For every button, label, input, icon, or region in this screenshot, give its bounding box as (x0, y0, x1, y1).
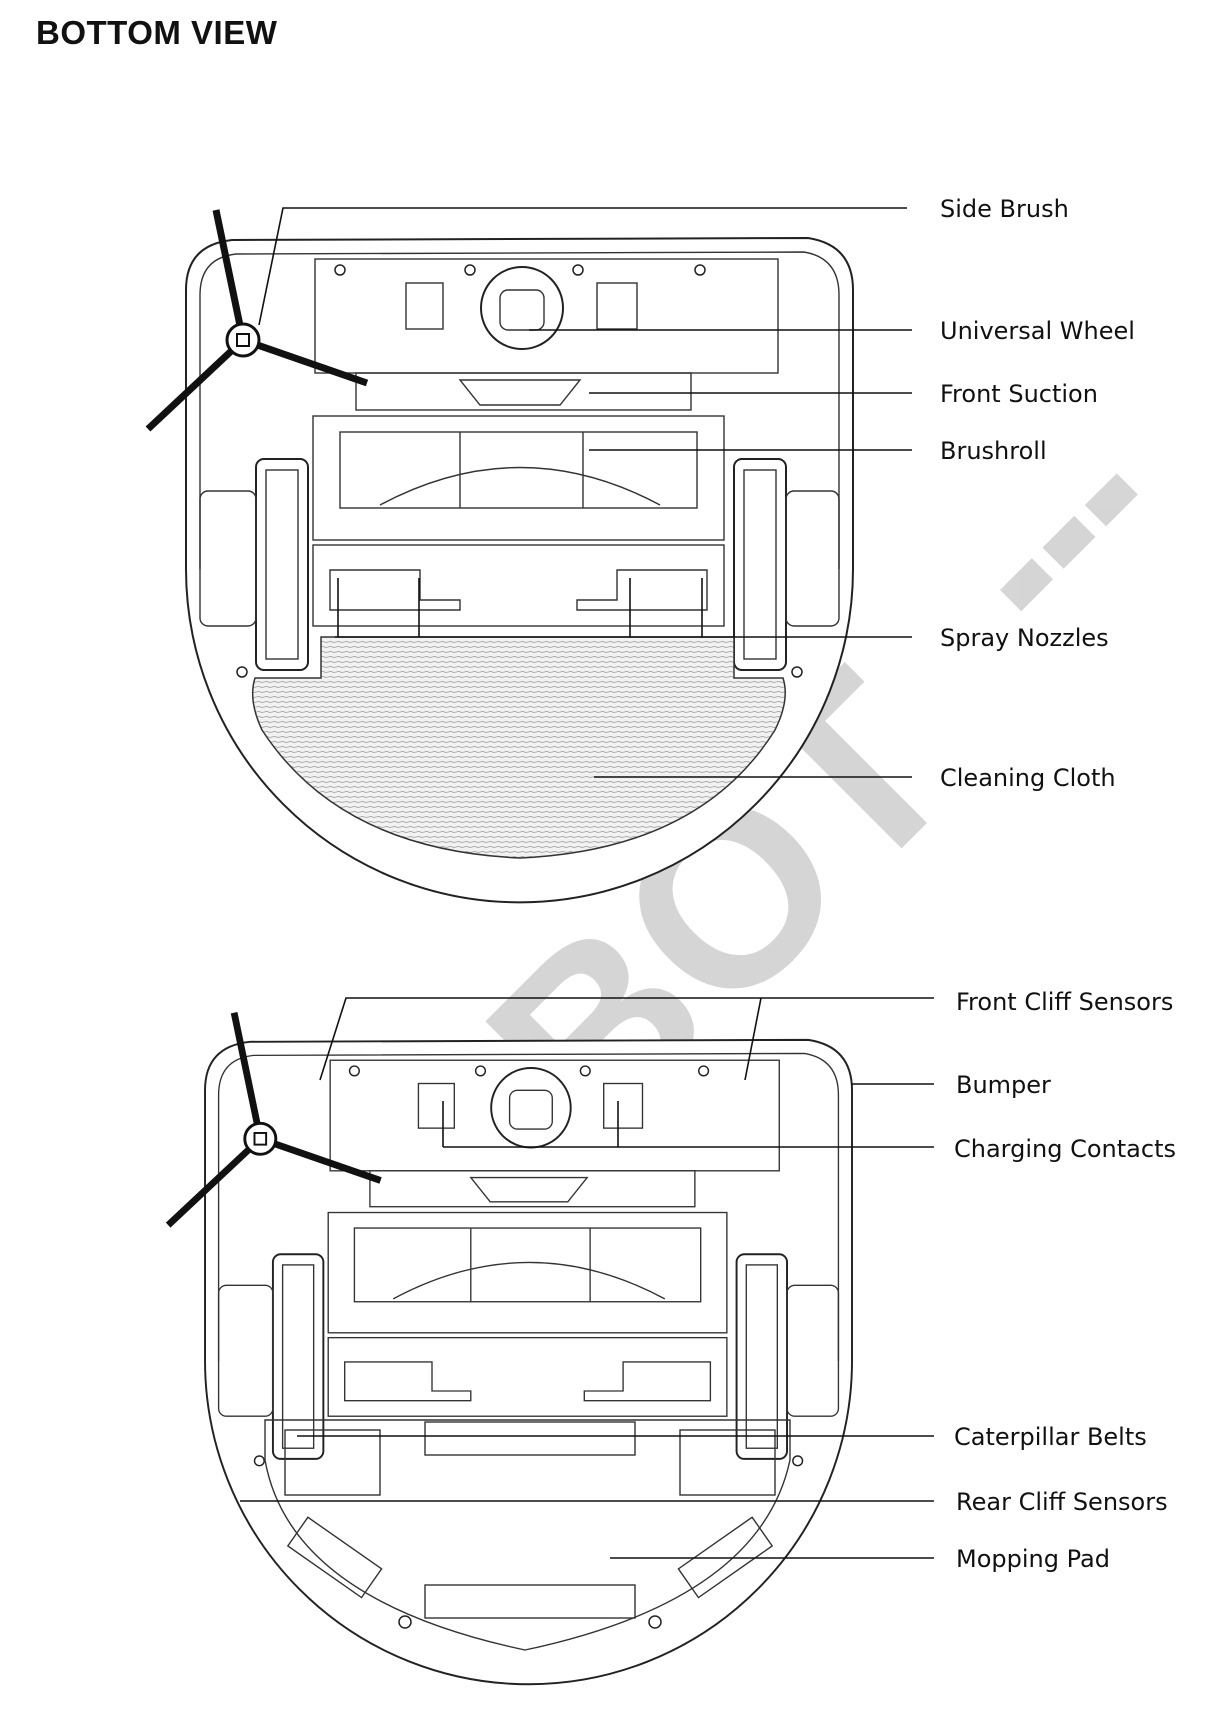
robot-top-view (148, 210, 853, 902)
leader-lines-bottom (240, 997, 934, 1559)
watermark-dashes (999, 473, 1138, 612)
label-front-suction: Front Suction (940, 380, 1098, 408)
label-charging-contacts: Charging Contacts (954, 1135, 1176, 1163)
robot-bottom-view (168, 1013, 852, 1685)
label-side-brush: Side Brush (940, 195, 1069, 223)
mopping-pad (264, 1419, 791, 1651)
label-front-cliff-sensors: Front Cliff Sensors (956, 988, 1173, 1016)
page-title: BOTTOM VIEW (36, 14, 278, 51)
label-cleaning-cloth: Cleaning Cloth (940, 764, 1116, 792)
label-rear-cliff-sensors: Rear Cliff Sensors (956, 1488, 1168, 1516)
label-mopping-pad: Mopping Pad (956, 1545, 1110, 1573)
label-bumper: Bumper (956, 1071, 1051, 1099)
label-brushroll: Brushroll (940, 437, 1047, 465)
label-caterpillar-belts: Caterpillar Belts (954, 1423, 1147, 1451)
cleaning-cloth (251, 636, 786, 859)
label-spray-nozzles: Spray Nozzles (940, 624, 1109, 652)
leader-lines-top (258, 207, 912, 778)
label-universal-wheel: Universal Wheel (940, 317, 1135, 345)
